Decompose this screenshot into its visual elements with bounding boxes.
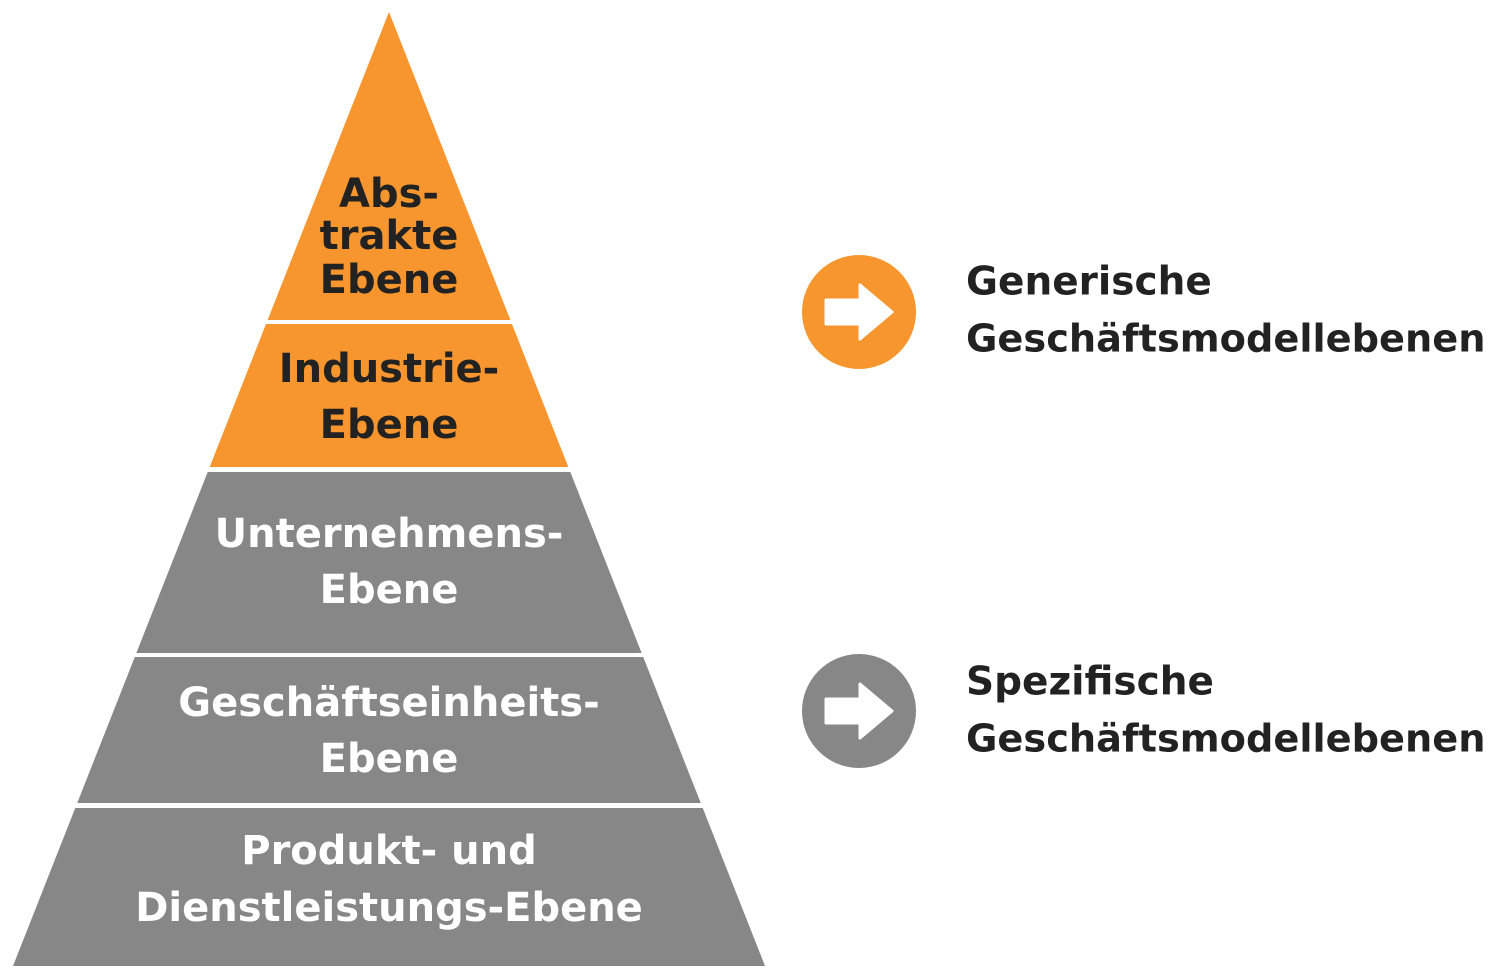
pyramid-level-3-shape bbox=[136, 472, 642, 653]
pyramid-level-1-label-line-2: trakte bbox=[320, 213, 459, 259]
pyramid-level-5-shape bbox=[13, 808, 765, 966]
pyramid-level-5-label-line-2: Dienstleistungs-Ebene bbox=[135, 885, 643, 931]
pyramid-level-5-label-line-1: Produkt- und bbox=[241, 828, 536, 874]
pyramid-level-3-label-line-1: Unternehmens- bbox=[215, 511, 564, 557]
pyramid-level-2-label-line-2: Ebene bbox=[320, 402, 459, 448]
category-2-label-line-2: Geschäftsmodellebenen bbox=[966, 717, 1486, 762]
pyramid-level-1-label-line-3: Ebene bbox=[320, 257, 459, 303]
pyramid-level-3-label-line-2: Ebene bbox=[320, 567, 459, 613]
pyramid-level-1-label-line-1: Abs- bbox=[339, 171, 439, 217]
pyramid-level-2-label-line-1: Industrie- bbox=[279, 346, 500, 392]
pyramid-level-4-label-line-1: Geschäftseinheits- bbox=[178, 680, 599, 726]
pyramid-level-3: Unternehmens- Ebene bbox=[136, 472, 642, 653]
category-1-label-line-1: Generische bbox=[966, 260, 1212, 305]
arrow-right-icon bbox=[802, 654, 916, 768]
pyramid-level-2-shape bbox=[209, 324, 569, 467]
pyramid-level-4-label-line-2: Ebene bbox=[320, 736, 459, 782]
pyramid-level-4: Geschäftseinheits- Ebene bbox=[77, 657, 701, 803]
arrow-right-icon bbox=[802, 255, 916, 369]
category-legend: GenerischeGeschäftsmodellebenenSpezifisc… bbox=[802, 255, 1486, 768]
pyramid-level-2: Industrie- Ebene bbox=[209, 324, 569, 467]
pyramid-level-1-shape bbox=[267, 12, 511, 320]
category-2-label-line-1: Spezifische bbox=[966, 660, 1214, 705]
category-1-label-line-2: Geschäftsmodellebenen bbox=[966, 317, 1486, 362]
pyramid-level-4-shape bbox=[77, 657, 701, 803]
pyramid: Abs-trakteEbeneIndustrie-EbeneUnternehme… bbox=[13, 12, 765, 966]
